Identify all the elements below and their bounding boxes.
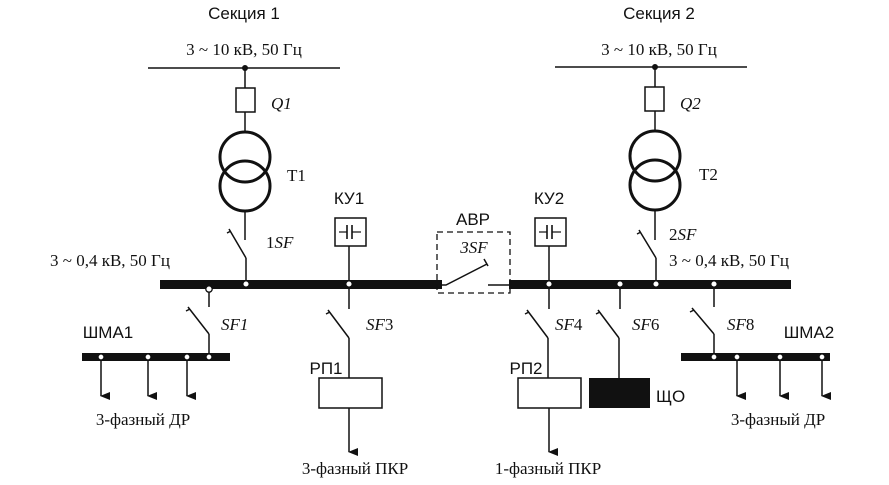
- breaker-3sf: [442, 258, 509, 286]
- junction-shma2-drop-2: [776, 353, 784, 361]
- avr-box: [436, 231, 511, 294]
- breaker-sf6: [595, 309, 620, 339]
- 2sf-label: 2SF: [669, 225, 697, 244]
- avr-label: АВР: [456, 210, 490, 229]
- t2-label: Т2: [699, 165, 718, 184]
- shma2-bus: [681, 353, 830, 361]
- breaker-sf1: [185, 306, 210, 335]
- sf4-label: SF4: [555, 315, 583, 334]
- pkr1-label: 1-фазный ПКР: [495, 459, 601, 478]
- junction-sf8-bus: [710, 280, 718, 288]
- pkr3-label: 3-фазный ПКР: [302, 459, 408, 478]
- junction-shma1-drop-2: [144, 353, 152, 361]
- section-2-title: Секция 2: [623, 4, 695, 23]
- t1-label: Т1: [287, 166, 306, 185]
- q1-breaker: [235, 87, 256, 113]
- bus-section-1: [160, 280, 442, 289]
- transformer-t1: [218, 130, 272, 213]
- breaker-sf8: [689, 307, 715, 335]
- sf1-label: SF1: [221, 315, 248, 334]
- breaker-sf3: [325, 309, 350, 339]
- rp1-label: РП1: [309, 359, 342, 378]
- transformer-t2: [628, 129, 682, 212]
- ku2-capacitor: [534, 217, 567, 247]
- breaker-sf4: [524, 309, 549, 339]
- shcho-label: ЩО: [656, 387, 685, 406]
- rp1-box: [318, 377, 383, 409]
- shma1-label: ШМА1: [83, 323, 134, 342]
- section-1-title: Секция 1: [208, 4, 280, 23]
- 1sf-label: 1SF: [266, 233, 294, 252]
- 3sf-label: 3SF: [459, 238, 488, 257]
- ku2-label: КУ2: [534, 189, 564, 208]
- shma2-label: ШМА2: [784, 323, 835, 342]
- breaker-2sf: [636, 229, 657, 259]
- junction-2sf-bus: [652, 280, 660, 288]
- breaker-1sf: [226, 228, 247, 259]
- ku1-capacitor: [334, 217, 367, 247]
- junction-shma2-drop-3: [818, 353, 826, 361]
- sf3-label: SF3: [366, 315, 393, 334]
- left-bus-label: 3 ~ 0,4 кВ, 50 Гц: [50, 251, 170, 270]
- bus-section-2: [509, 280, 791, 289]
- shcho-panel: [589, 378, 650, 408]
- rp2-box: [517, 377, 582, 409]
- junction-shma1-drop-3: [183, 353, 191, 361]
- junction-shma1-drop-1: [97, 353, 105, 361]
- section-2-supply-label: 3 ~ 10 кВ, 50 Гц: [601, 40, 717, 59]
- dr-left-label: 3-фазный ДР: [96, 410, 190, 429]
- junction-shma2-sf8: [710, 353, 718, 361]
- junction-1sf-bus: [242, 280, 250, 288]
- junction-ku2-bus: [545, 280, 553, 288]
- dr-right-label: 3-фазный ДР: [731, 410, 825, 429]
- junction-sf1-bus: [205, 285, 213, 293]
- ku1-label: КУ1: [334, 189, 364, 208]
- junction-shma1-sf1: [205, 353, 213, 361]
- right-bus-label: 3 ~ 0,4 кВ, 50 Гц: [669, 251, 789, 270]
- rp2-label: РП2: [509, 359, 542, 378]
- junction-shma2-drop-1: [733, 353, 741, 361]
- q2-breaker: [644, 86, 665, 112]
- sf8-label: SF8: [727, 315, 754, 334]
- junction-ku1-bus: [345, 280, 353, 288]
- junction-sf6-bus: [616, 280, 624, 288]
- q2-label: Q2: [680, 94, 701, 113]
- section-1-supply-label: 3 ~ 10 кВ, 50 Гц: [186, 40, 302, 59]
- sf6-label: SF6: [632, 315, 659, 334]
- q1-label: Q1: [271, 94, 292, 113]
- shma1-bus: [82, 353, 230, 361]
